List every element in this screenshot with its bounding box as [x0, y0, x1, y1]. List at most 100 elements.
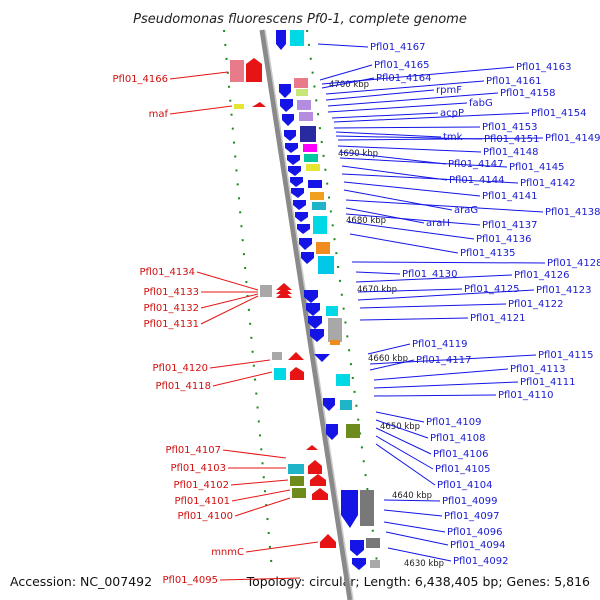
reverse-gene-label[interactable]: Pfl01_4133 [143, 287, 199, 298]
feature-block [274, 368, 286, 380]
forward-gene-label[interactable]: tmk [443, 132, 463, 143]
feature-block [272, 352, 282, 360]
forward-gene-label[interactable]: Pfl01_4126 [514, 270, 570, 281]
forward-leader-line [343, 189, 453, 211]
forward-leader-line [327, 92, 499, 107]
forward-gene-label[interactable]: araH [426, 218, 450, 229]
forward-gene-label[interactable]: Pfl01_4109 [426, 417, 482, 428]
reverse-gene-label[interactable]: Pfl01_4131 [143, 319, 199, 330]
reverse-gene-labels: Pfl01_4166mafPfl01_4134Pfl01_4133Pfl01_4… [112, 71, 319, 586]
forward-gene-label[interactable]: rpmF [436, 85, 462, 96]
forward-gene-label[interactable]: Pfl01_4111 [520, 377, 576, 388]
reverse-gene-label[interactable]: Pfl01_4102 [173, 480, 229, 491]
forward-gene-label[interactable]: Pfl01_4128 [547, 258, 600, 269]
forward-leader-line [375, 411, 425, 423]
forward-gene-label[interactable]: Pfl01_4145 [509, 162, 565, 173]
reverse-gene-track [230, 58, 336, 548]
reverse-leader-line [231, 489, 291, 502]
forward-gene-label[interactable]: acpP [440, 108, 464, 119]
reverse-leader-line [169, 71, 229, 80]
reverse-gene-label[interactable]: Pfl01_4101 [174, 496, 230, 507]
reverse-gene-label[interactable]: Pfl01_4100 [177, 511, 233, 522]
forward-gene-label[interactable]: Pfl01_4141 [482, 191, 538, 202]
forward-gene-label[interactable]: Pfl01_4113 [510, 364, 566, 375]
forward-leader-line [373, 381, 519, 389]
forward-gene-label[interactable]: Pfl01_4167 [370, 42, 426, 53]
forward-gene-label[interactable]: Pfl01_4161 [486, 76, 542, 87]
forward-gene-label[interactable]: Pfl01_4151 [484, 134, 540, 145]
forward-gene-label[interactable]: Pfl01_4130 [402, 269, 458, 280]
forward-gene-label[interactable]: Pfl01_4117 [416, 355, 472, 366]
feature-block [290, 30, 304, 46]
forward-gene-label[interactable]: Pfl01_4136 [476, 234, 532, 245]
forward-gene-label[interactable]: fabG [469, 98, 493, 109]
forward-gene-label[interactable]: Pfl01_4096 [447, 527, 503, 538]
reverse-leader-line [209, 359, 271, 369]
forward-gene-label[interactable]: araG [454, 205, 478, 216]
reverse-gene-label[interactable]: Pfl01_4134 [139, 267, 195, 278]
forward-gene-arrow [306, 303, 320, 316]
forward-gene-label[interactable]: Pfl01_4094 [450, 540, 506, 551]
reverse-gene-label[interactable]: Pfl01_4132 [143, 303, 199, 314]
forward-gene-label[interactable]: Pfl01_4165 [374, 60, 430, 71]
forward-leader-line [369, 354, 537, 365]
forward-gene-label[interactable]: Pfl01_4121 [470, 313, 526, 324]
forward-gene-label[interactable]: Pfl01_4163 [516, 62, 572, 73]
reverse-gene-label[interactable]: Pfl01_4095 [162, 575, 218, 586]
forward-gene-arrow [299, 238, 312, 250]
forward-leader-line [349, 233, 459, 254]
reverse-gene-label[interactable]: Pfl01_4166 [112, 74, 168, 85]
forward-gene-label[interactable]: Pfl01_4123 [536, 285, 592, 296]
reverse-gene-label[interactable]: Pfl01_4107 [165, 445, 221, 456]
forward-gene-label[interactable]: Pfl01_4099 [442, 496, 498, 507]
forward-leader-line [335, 131, 442, 138]
reverse-gene-arrow [290, 367, 304, 380]
forward-gene-label[interactable]: Pfl01_4119 [412, 339, 468, 350]
forward-gene-label[interactable]: Pfl01_4106 [433, 449, 489, 460]
forward-leader-line [345, 207, 425, 224]
forward-leader-line [383, 521, 446, 533]
forward-gene-label[interactable]: Pfl01_4148 [483, 147, 539, 158]
forward-gene-label[interactable]: Pfl01_4164 [376, 73, 432, 84]
reverse-gene-label[interactable]: Pfl01_4103 [170, 463, 226, 474]
forward-gene-label[interactable]: Pfl01_4108 [430, 433, 486, 444]
forward-gene-label[interactable]: Pfl01_4115 [538, 350, 594, 361]
reverse-gene-label[interactable]: Pfl01_4120 [152, 363, 208, 374]
forward-gene-arrow [280, 99, 293, 112]
forward-gene-label[interactable]: Pfl01_4142 [520, 178, 576, 189]
forward-leader-line [359, 317, 469, 321]
forward-gene-arrow [285, 143, 298, 153]
feature-block [370, 560, 380, 568]
forward-gene-label[interactable]: Pfl01_4110 [498, 390, 554, 401]
forward-gene-label[interactable]: Pfl01_4092 [453, 556, 509, 567]
forward-gene-label[interactable]: Pfl01_4153 [482, 122, 538, 133]
feature-block [310, 192, 324, 200]
forward-gene-arrow [295, 212, 308, 222]
backbone [259, 29, 354, 600]
feature-block [308, 180, 322, 188]
forward-gene-label[interactable]: Pfl01_4138 [545, 207, 600, 218]
forward-gene-label[interactable]: Pfl01_4097 [444, 511, 500, 522]
forward-gene-label[interactable]: Pfl01_4147 [448, 159, 504, 170]
reverse-leader-line [222, 449, 287, 459]
forward-gene-label[interactable]: Pfl01_4135 [460, 248, 516, 259]
forward-gene-label[interactable]: Pfl01_4104 [437, 480, 493, 491]
forward-leader-line [319, 64, 373, 81]
forward-leader-line [383, 509, 443, 517]
feature-block [260, 285, 272, 297]
forward-gene-label[interactable]: Pfl01_4158 [500, 88, 556, 99]
reverse-gene-label[interactable]: maf [149, 109, 169, 120]
forward-gene-label[interactable]: Pfl01_4137 [482, 220, 538, 231]
forward-gene-label[interactable]: Pfl01_4122 [508, 299, 564, 310]
forward-gene-label[interactable]: Pfl01_4125 [464, 284, 520, 295]
forward-gene-label[interactable]: Pfl01_4105 [435, 464, 491, 475]
feature-block [294, 78, 308, 88]
forward-leader-line [375, 427, 432, 455]
feature-block [346, 424, 360, 438]
reverse-gene-label[interactable]: mnmC [211, 547, 244, 558]
forward-gene-label[interactable]: Pfl01_4149 [545, 133, 600, 144]
reverse-gene-arrow [306, 445, 318, 450]
kbp-label: 4700 kbp [329, 80, 369, 90]
reverse-gene-label[interactable]: Pfl01_4118 [155, 381, 211, 392]
forward-gene-label[interactable]: Pfl01_4154 [531, 108, 587, 119]
